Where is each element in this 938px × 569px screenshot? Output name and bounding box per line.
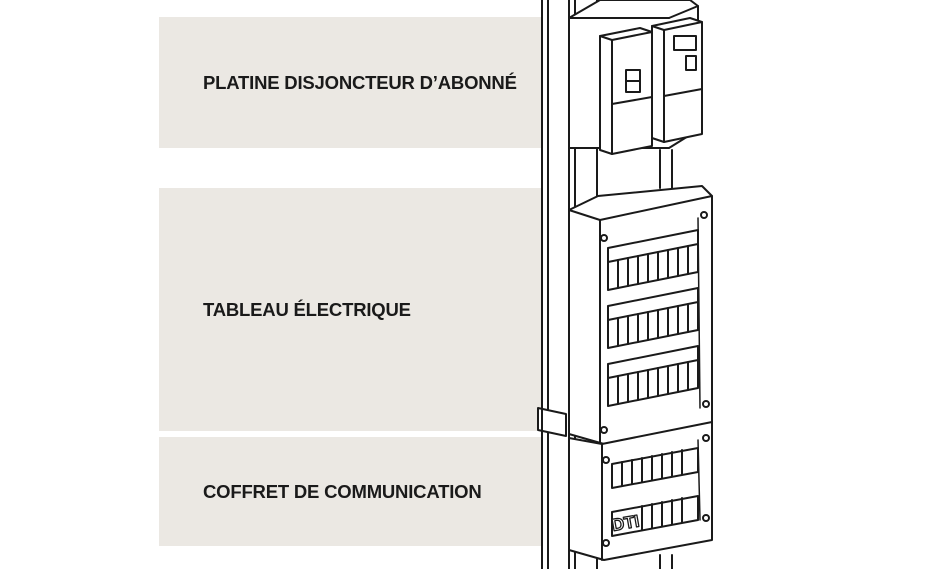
label-panel-communication: COFFRET DE COMMUNICATION: [159, 437, 542, 546]
label-panel-breaker: PLATINE DISJONCTEUR D’ABONNÉ: [159, 17, 542, 148]
label-electrical-panel: TABLEAU ÉLECTRIQUE: [203, 298, 411, 320]
mounting-bracket: [537, 407, 567, 437]
communication-box-drawing: DTI: [568, 421, 713, 561]
label-communication-box: COFFRET DE COMMUNICATION: [203, 480, 482, 502]
electrical-panel-drawing: [568, 185, 713, 445]
label-breaker-panel: PLATINE DISJONCTEUR D’ABONNÉ: [203, 71, 517, 93]
label-panel-electrical: TABLEAU ÉLECTRIQUE: [159, 188, 542, 431]
breaker-panel-drawing: [568, 0, 703, 155]
